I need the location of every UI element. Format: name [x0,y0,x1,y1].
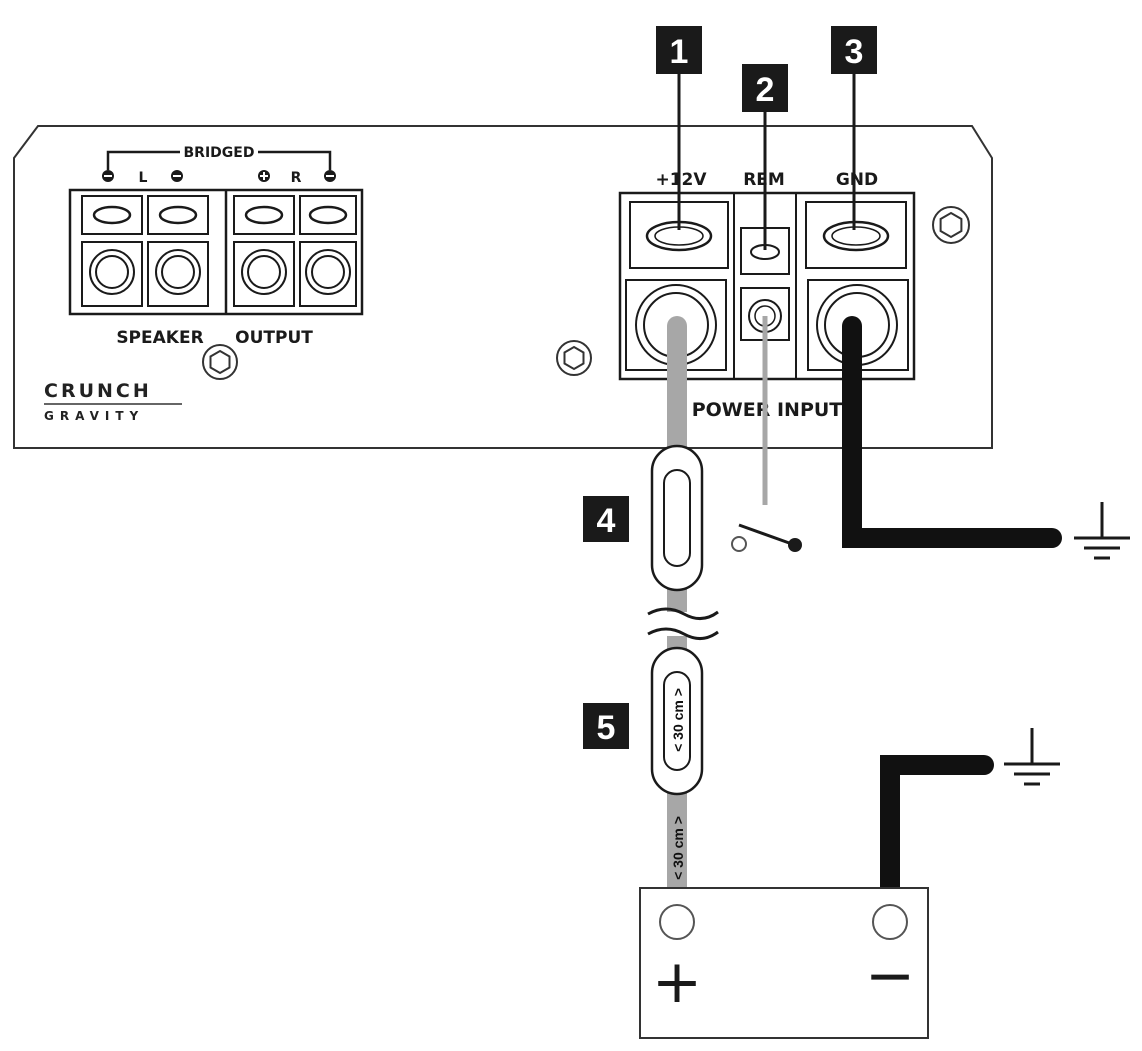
right-channel-label: R [291,170,302,186]
cable-distance-label: < 30 cm > [670,816,686,880]
callout-1: 1 [656,26,702,230]
polarity-minus-icon [324,170,336,182]
screw-icon [202,344,238,380]
callout-5: 5 [583,703,629,749]
battery-ground-cable [880,755,994,920]
speaker-terminal-right-minus [299,195,357,307]
speaker-terminal-left-minus [81,195,143,307]
speaker-output-block: BRIDGED L R [68,142,364,348]
terminal-label-plus12v: +12V [655,170,707,190]
bridged-label: BRIDGED [184,145,255,161]
callout-4: 4 [583,496,629,542]
callout-3: 3 [831,26,877,230]
terminal-label-gnd: GND [836,170,878,190]
ground-icon [1004,728,1060,786]
callout-2: 2 [742,64,788,250]
polarity-plus-icon [258,170,270,182]
brand-subname: GRAVITY [44,409,144,423]
battery: + − [639,887,929,1039]
left-channel-label: L [139,170,148,186]
brand-name: CRUNCH [44,380,152,402]
polarity-minus-icon [102,170,114,182]
svg-text:5: 5 [597,709,616,747]
ground-cable [842,316,1062,548]
fuse-holder-4 [650,444,704,592]
fuse-holder-5: < 30 cm > [650,646,704,796]
polarity-minus-icon [171,170,183,182]
battery-negative-terminal [872,904,908,940]
output-label: OUTPUT [235,328,313,348]
cable-break-icon [647,607,719,640]
remote-switch-icon [731,523,802,552]
svg-text:3: 3 [845,33,864,71]
screw-icon [932,206,970,244]
battery-negative-sign: − [865,941,915,1011]
fuse-distance-label: < 30 cm > [670,688,686,752]
speaker-terminal-right-plus [233,195,295,307]
svg-text:1: 1 [670,33,689,71]
svg-text:4: 4 [597,502,616,540]
battery-positive-terminal [659,904,695,940]
speaker-label: SPEAKER [116,328,203,348]
svg-text:2: 2 [756,71,775,109]
screw-icon [556,340,592,376]
battery-positive-sign: + [652,947,702,1017]
speaker-terminal-left-plus [147,195,209,307]
ground-icon [1074,502,1130,560]
crunch-gravity-logo: CRUNCH GRAVITY [44,380,182,423]
